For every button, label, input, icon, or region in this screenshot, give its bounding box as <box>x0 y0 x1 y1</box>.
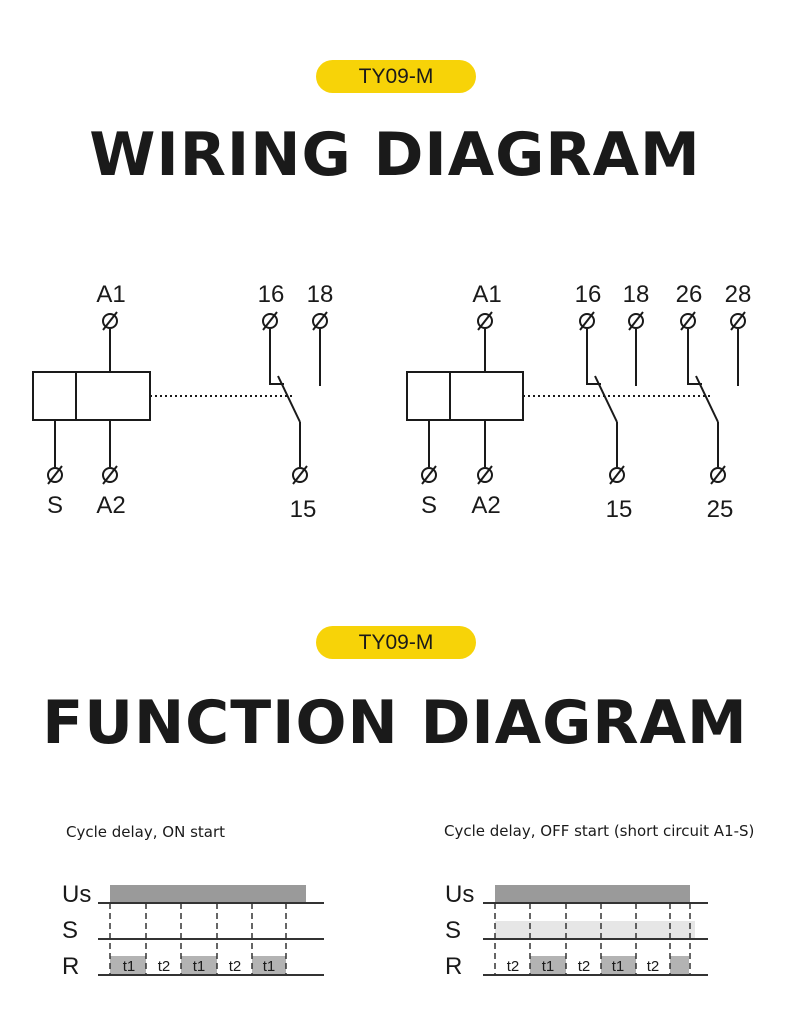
left-pulse-label: t2 <box>158 958 171 975</box>
left-terminal-label-16: 16 <box>258 281 285 308</box>
left-timing: Us S R t1 t2 t1 t2 t1 <box>62 881 324 980</box>
right-terminal-label-28: 28 <box>725 281 752 308</box>
right-pulse-label: t2 <box>647 958 660 975</box>
left-function-caption: Cycle delay, ON start <box>66 823 226 841</box>
left-relay-coil <box>32 371 151 421</box>
right-wires <box>428 329 739 467</box>
left-pulse-label: t1 <box>263 958 276 975</box>
wiring-diagram: A1 16 18 S A2 15 A1 16 18 26 28 S A2 15 … <box>32 281 752 523</box>
wiring-diagram-title: WIRING DIAGRAM <box>89 120 701 190</box>
left-terminal-label-15: 15 <box>290 496 317 523</box>
right-terminal-label-26: 26 <box>676 281 703 308</box>
right-terminal-label-16: 16 <box>575 281 602 308</box>
left-pulse-label: t2 <box>229 958 242 975</box>
left-terminal-label-a1: A1 <box>96 281 125 308</box>
right-us-bar <box>495 885 690 902</box>
right-function-caption: Cycle delay, OFF start (short circuit A1… <box>444 822 755 840</box>
wiring-model-badge: TY09-M <box>316 60 476 93</box>
right-row-label-s: S <box>445 917 461 944</box>
right-s-bar <box>495 921 695 938</box>
right-timing: Us S R t2 t1 t2 t1 t2 <box>445 881 708 980</box>
left-row-label-us: Us <box>62 881 91 908</box>
right-terminal-label-18: 18 <box>623 281 650 308</box>
right-pulse-label: t1 <box>542 958 555 975</box>
right-terminal-label-25: 25 <box>707 496 734 523</box>
left-row-label-r: R <box>62 953 79 980</box>
right-pulse-label: t2 <box>578 958 591 975</box>
left-us-bar <box>110 885 306 902</box>
left-terminal-label-a2: A2 <box>96 492 125 519</box>
function-model-badge: TY09-M <box>316 626 476 659</box>
left-wires <box>54 329 321 467</box>
right-relay-pulses <box>530 956 689 974</box>
left-terminal-label-s: S <box>47 492 63 519</box>
right-terminal-label-a2: A2 <box>471 492 500 519</box>
left-pulse-label: t1 <box>123 958 136 975</box>
right-pulse-label: t1 <box>612 958 625 975</box>
left-terminal-label-18: 18 <box>307 281 334 308</box>
right-row-label-us: Us <box>445 881 474 908</box>
right-terminal-label-s: S <box>421 492 437 519</box>
right-terminal-label-a1: A1 <box>472 281 501 308</box>
function-diagram-title: FUNCTION DIAGRAM <box>42 688 748 758</box>
terminal-symbols <box>47 311 746 485</box>
function-timing-diagram: Us S R t1 t2 t1 t2 t1 <box>62 881 708 980</box>
right-pulse-label: t2 <box>507 958 520 975</box>
left-row-label-s: S <box>62 917 78 944</box>
right-relay-coil <box>406 371 524 421</box>
left-relay-pulses <box>110 956 286 974</box>
left-pulse-label: t1 <box>193 958 206 975</box>
right-terminal-label-15: 15 <box>606 496 633 523</box>
right-row-label-r: R <box>445 953 462 980</box>
